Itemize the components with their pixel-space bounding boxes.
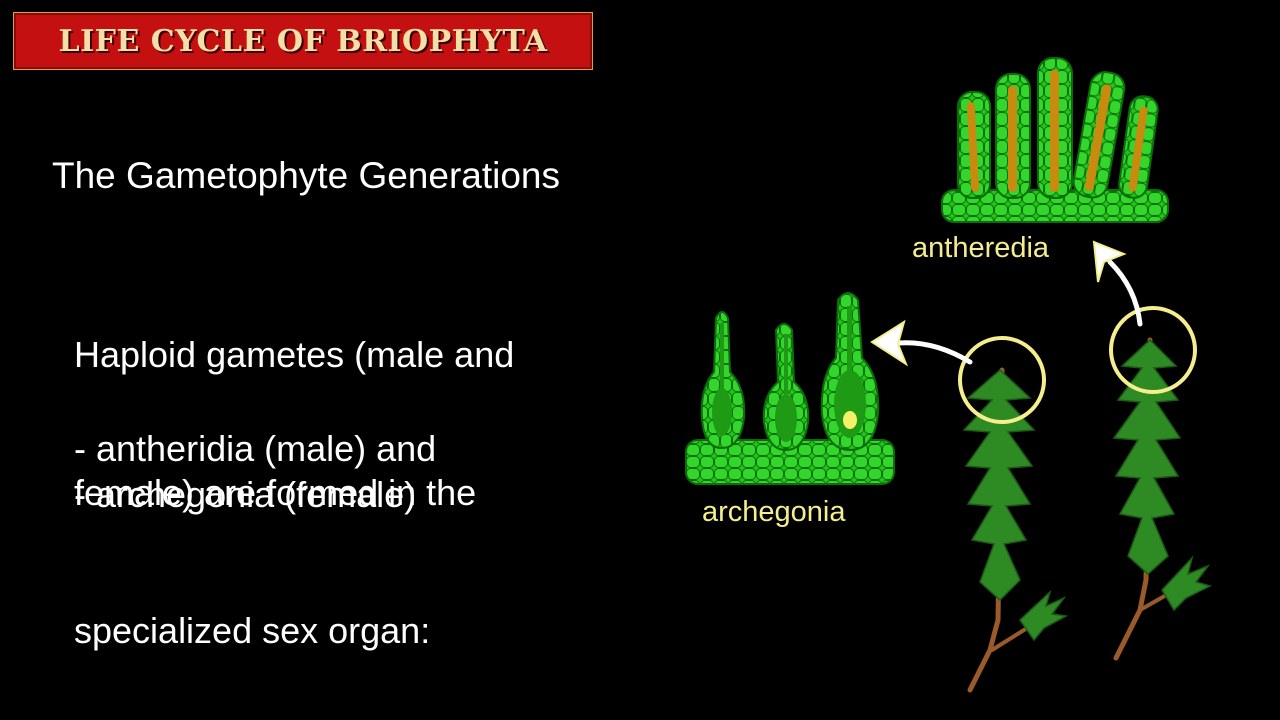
page-title: LIFE CYCLE OF BRIOPHYTA bbox=[58, 23, 548, 59]
description-line: female) are formed in the bbox=[74, 472, 477, 513]
antheridium bbox=[995, 73, 1031, 199]
organ-item-antheridia: - antheridia (male) and bbox=[74, 428, 437, 469]
archegonia-diagram bbox=[685, 292, 895, 485]
arrow-to-archegonia bbox=[870, 319, 973, 367]
antheridium bbox=[1037, 57, 1073, 199]
archegonium bbox=[700, 311, 746, 450]
archegonium bbox=[820, 292, 880, 452]
antheridia-diagram bbox=[941, 57, 1169, 223]
archegonium bbox=[762, 323, 810, 452]
antheredia-highlight-circle bbox=[1109, 306, 1197, 394]
archegonia-highlight-circle bbox=[958, 336, 1046, 424]
moss-plant bbox=[1112, 337, 1213, 661]
description-line: Haploid gametes (male and bbox=[74, 334, 515, 375]
egg-cell bbox=[843, 411, 857, 429]
arrow-to-antheredia bbox=[1092, 240, 1143, 327]
description-line: specialized sex organ: bbox=[74, 610, 431, 651]
antheridium bbox=[1072, 71, 1126, 199]
organ-list: - antheridia (male) and - archegonia (fe… bbox=[74, 426, 436, 518]
antheredia-label: antheredia bbox=[912, 232, 1050, 264]
antheridium bbox=[957, 91, 991, 199]
description-text: Haploid gametes (male and female) are fo… bbox=[74, 240, 514, 700]
title-banner: LIFE CYCLE OF BRIOPHYTA bbox=[13, 12, 593, 70]
archegonia-label: archegonia bbox=[702, 496, 846, 528]
antheridium bbox=[1118, 95, 1159, 199]
moss-plant bbox=[962, 367, 1069, 693]
section-subtitle: The Gametophyte Generations bbox=[52, 155, 561, 196]
organ-item-archegonia: - archegonia (female) bbox=[74, 474, 417, 515]
